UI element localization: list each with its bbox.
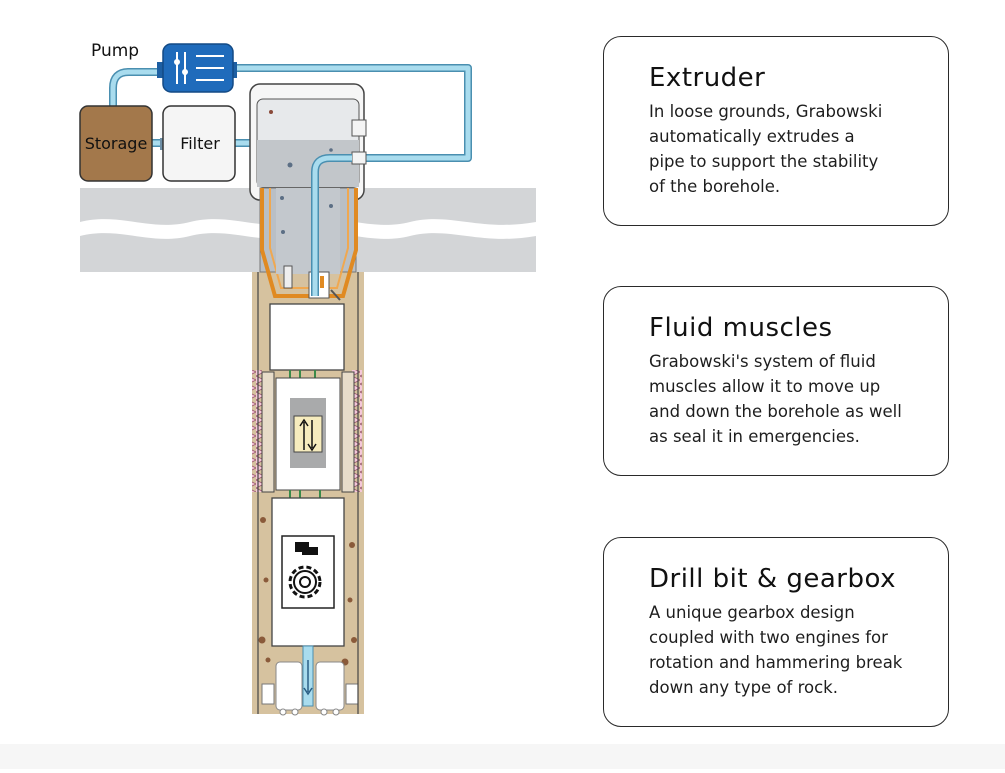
fluid-muscles <box>252 370 362 498</box>
pump-label: Pump <box>91 41 139 61</box>
bottom-strip <box>0 744 1005 769</box>
card-drill-bit-gearbox: Drill bit & gearbox A unique gearbox des… <box>603 537 949 727</box>
water-pipe-system <box>109 64 472 162</box>
storage-tank: Storage <box>79 105 153 182</box>
card-title: Extruder <box>649 63 766 93</box>
diagram-svg: Pump Storage Filter <box>79 41 536 716</box>
card-fluid-muscles: Fluid muscles Grabowski's system of flui… <box>603 286 949 476</box>
card-body: Grabowski's system of fluid muscles allo… <box>649 352 902 446</box>
card-body: In loose grounds, Grabowski automaticall… <box>649 102 883 196</box>
card-extruder: Extruder In loose grounds, Grabowski aut… <box>603 36 949 226</box>
gearbox-module <box>271 497 345 647</box>
card-title: Drill bit & gearbox <box>649 564 896 594</box>
central-supply-pipe <box>311 154 352 296</box>
surface-reservoir <box>249 83 367 201</box>
card-body: A unique gearbox design coupled with two… <box>649 603 903 697</box>
upper-module <box>269 303 345 378</box>
filter-label: Filter <box>180 134 220 153</box>
card-title: Fluid muscles <box>649 313 833 343</box>
pump <box>157 43 237 93</box>
filter-unit: Filter <box>160 105 236 182</box>
borehole-robot-diagram: Pump Storage Filter <box>79 41 536 716</box>
storage-label: Storage <box>85 134 148 153</box>
borehole-walls <box>257 272 359 714</box>
